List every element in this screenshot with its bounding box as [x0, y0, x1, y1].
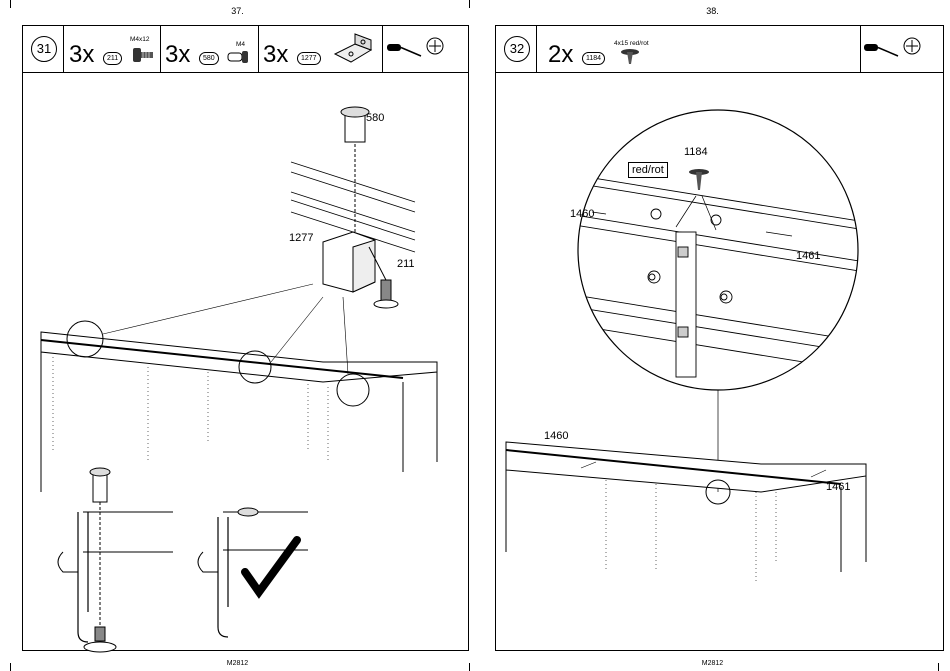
callout-580: 580 [366, 112, 384, 124]
screwdriver-icon [864, 40, 900, 60]
step-number: 31 [31, 36, 57, 62]
step-frame: 32 2x 1184 4x15 red/rot [495, 25, 944, 651]
page-38: 38. 32 2x 1184 4x15 red/rot [475, 0, 950, 671]
part-ref: 211 [103, 52, 122, 65]
part-label: M4x12 [130, 36, 150, 43]
callout-red-rot: red/rot [628, 162, 668, 178]
checkmark-icon [245, 540, 297, 592]
callout-211: 211 [397, 258, 415, 270]
step-header: 32 2x 1184 4x15 red/rot [496, 26, 943, 73]
part-ref: 1277 [297, 52, 321, 65]
part-qty: 3x [165, 43, 190, 67]
page-number: 38. [475, 6, 950, 16]
part-ref: 1184 [582, 52, 605, 65]
phillips-head-icon [902, 36, 922, 56]
page-37: 37. 31 3x 211 M4x12 3x 580 M4 [0, 0, 475, 671]
footer-code: M2812 [0, 660, 475, 667]
cam-bolt-icon [228, 50, 252, 64]
footer-code: M2812 [475, 660, 950, 667]
part-label: M4 [236, 41, 245, 48]
step-frame: 31 3x 211 M4x12 3x 580 M4 [22, 25, 469, 651]
part-label: 4x15 red/rot [614, 40, 649, 47]
callout-1460: 1460 [544, 430, 568, 442]
screw-icon [620, 48, 640, 66]
part-ref: 580 [199, 52, 219, 65]
page-number: 37. [0, 6, 475, 16]
step-header: 31 3x 211 M4x12 3x 580 M4 [23, 26, 468, 73]
bolt-icon [131, 46, 155, 64]
assembly-illustration [23, 72, 463, 652]
callout-1460: 1460 [570, 208, 594, 220]
phillips-head-icon [425, 36, 445, 56]
part-qty: 2x [548, 43, 573, 67]
screwdriver-icon [387, 40, 423, 60]
callout-1461: 1461 [826, 481, 850, 493]
callout-1277: 1277 [289, 232, 313, 244]
part-qty: 3x [263, 43, 288, 67]
assembly-illustration [496, 72, 946, 652]
part-qty: 3x [69, 43, 94, 67]
step-number: 32 [504, 36, 530, 62]
bracket-icon [329, 32, 377, 68]
callout-1461: 1461 [796, 250, 820, 262]
callout-1184: 1184 [684, 146, 708, 158]
